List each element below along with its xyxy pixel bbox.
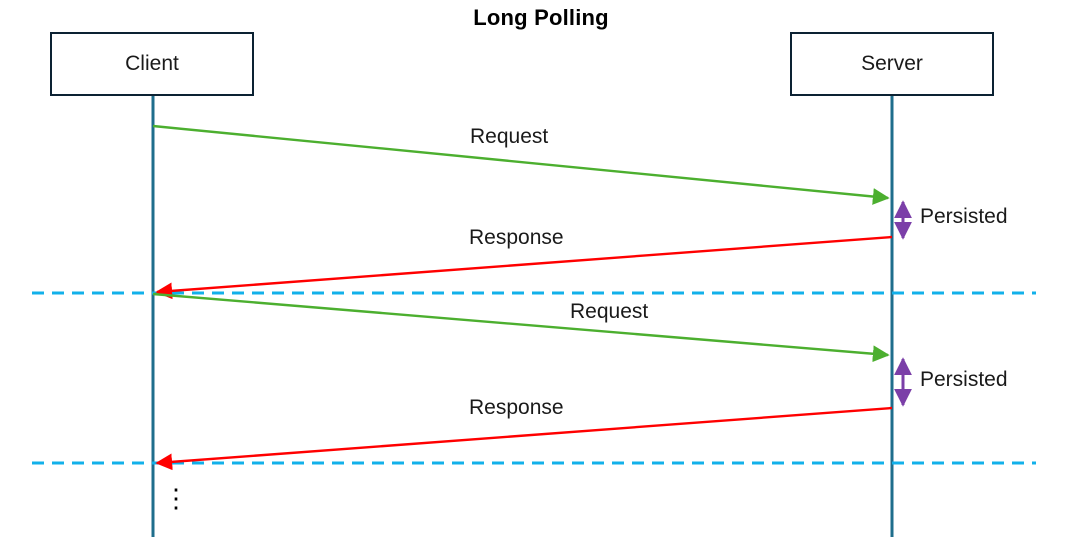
message-label-request-2: Request <box>570 300 649 323</box>
message-arrow-response-1 <box>155 235 893 300</box>
message-arrow-request-1 <box>152 124 890 205</box>
participant-label-server: Server <box>861 52 923 75</box>
message-arrow-request-2 <box>152 292 890 363</box>
participant-box-client[interactable]: Client <box>50 32 254 96</box>
message-label-response-2: Response <box>469 396 564 419</box>
participant-box-server[interactable]: Server <box>790 32 994 96</box>
participant-label-client: Client <box>125 52 179 75</box>
message-label-response-1: Response <box>469 226 564 249</box>
persisted-label-2: Persisted <box>920 368 1008 391</box>
persisted-label-1: Persisted <box>920 205 1008 228</box>
message-arrow-response-2 <box>155 406 893 471</box>
vertical-ellipsis-icon: ⋮ <box>163 483 189 513</box>
page-title: Long Polling <box>473 5 609 30</box>
message-label-request-1: Request <box>470 125 549 148</box>
